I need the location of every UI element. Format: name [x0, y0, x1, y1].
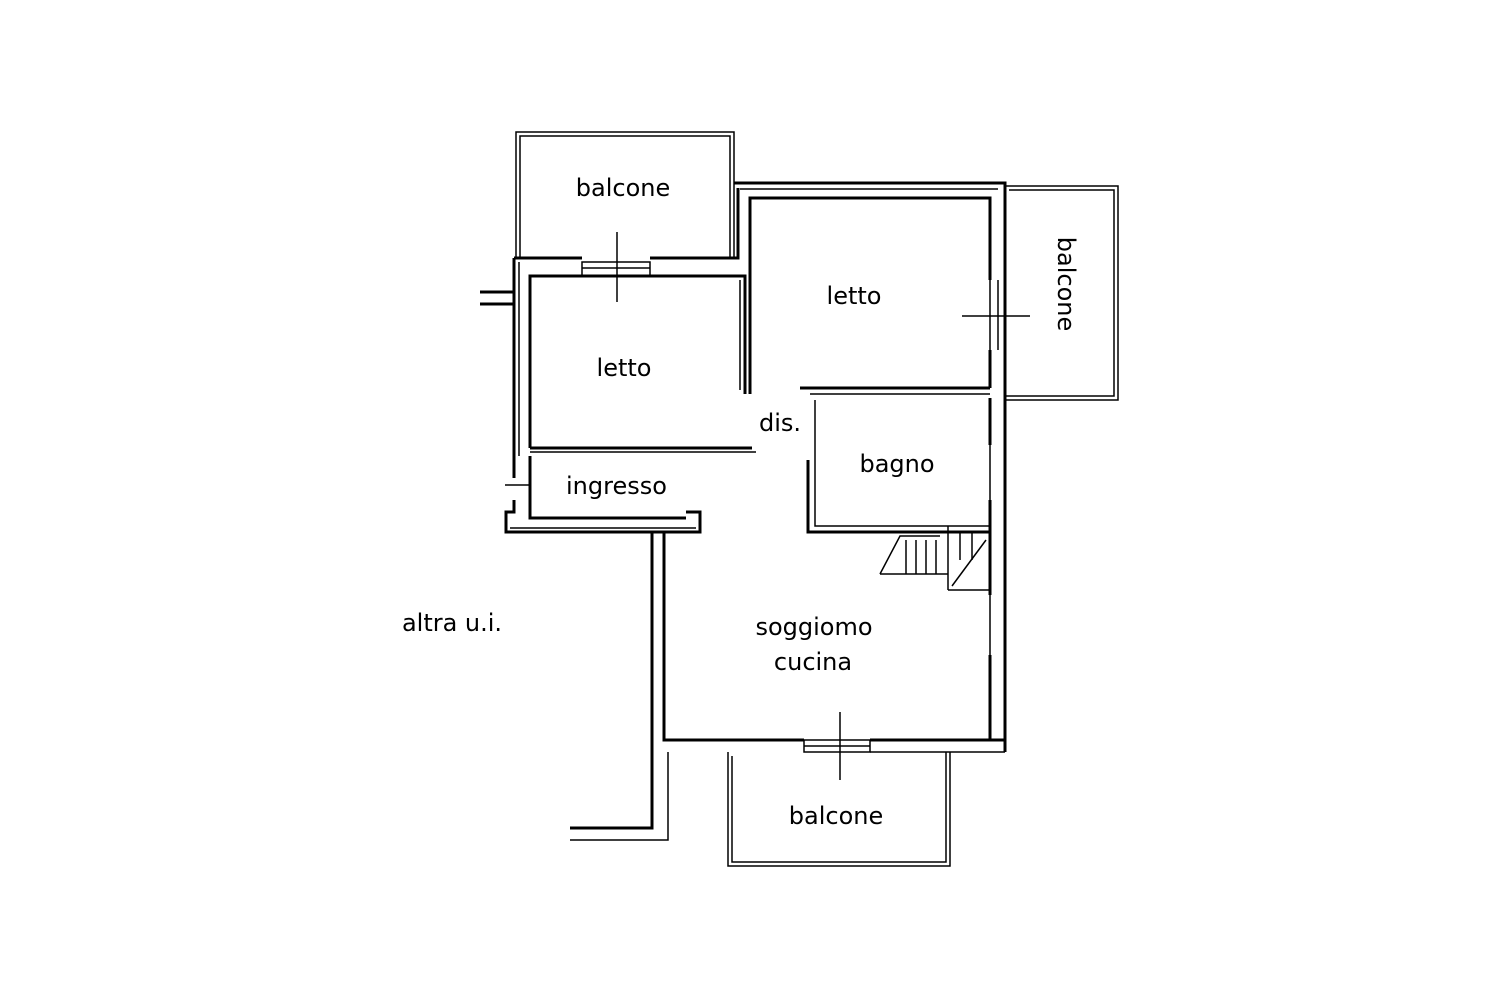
balcony-right — [1005, 185, 1119, 401]
bathroom-label: bagno — [859, 450, 934, 478]
entry-label: ingresso — [566, 472, 667, 500]
balcony-top-label: balcone — [576, 174, 670, 202]
other-unit-label: altra u.i. — [402, 609, 502, 637]
balcony-top — [515, 131, 735, 258]
bedroom-right-walls — [748, 196, 1030, 395]
bathroom-walls — [806, 398, 992, 740]
outer-walls — [480, 181, 1007, 841]
entry-walls — [528, 456, 686, 520]
balcony-bottom-label: balcone — [789, 802, 883, 830]
staircase — [879, 526, 990, 591]
balcony-bottom — [727, 712, 951, 867]
kitchen-label: cucina — [774, 648, 852, 676]
bedroom-left-walls — [528, 232, 756, 453]
bedroom-left-label: letto — [597, 354, 652, 382]
hallway-label: dis. — [759, 409, 801, 437]
living-room-label: soggiomo — [755, 613, 872, 641]
bedroom-right-label: letto — [827, 282, 882, 310]
balcony-right-label: balcone — [1052, 237, 1080, 331]
